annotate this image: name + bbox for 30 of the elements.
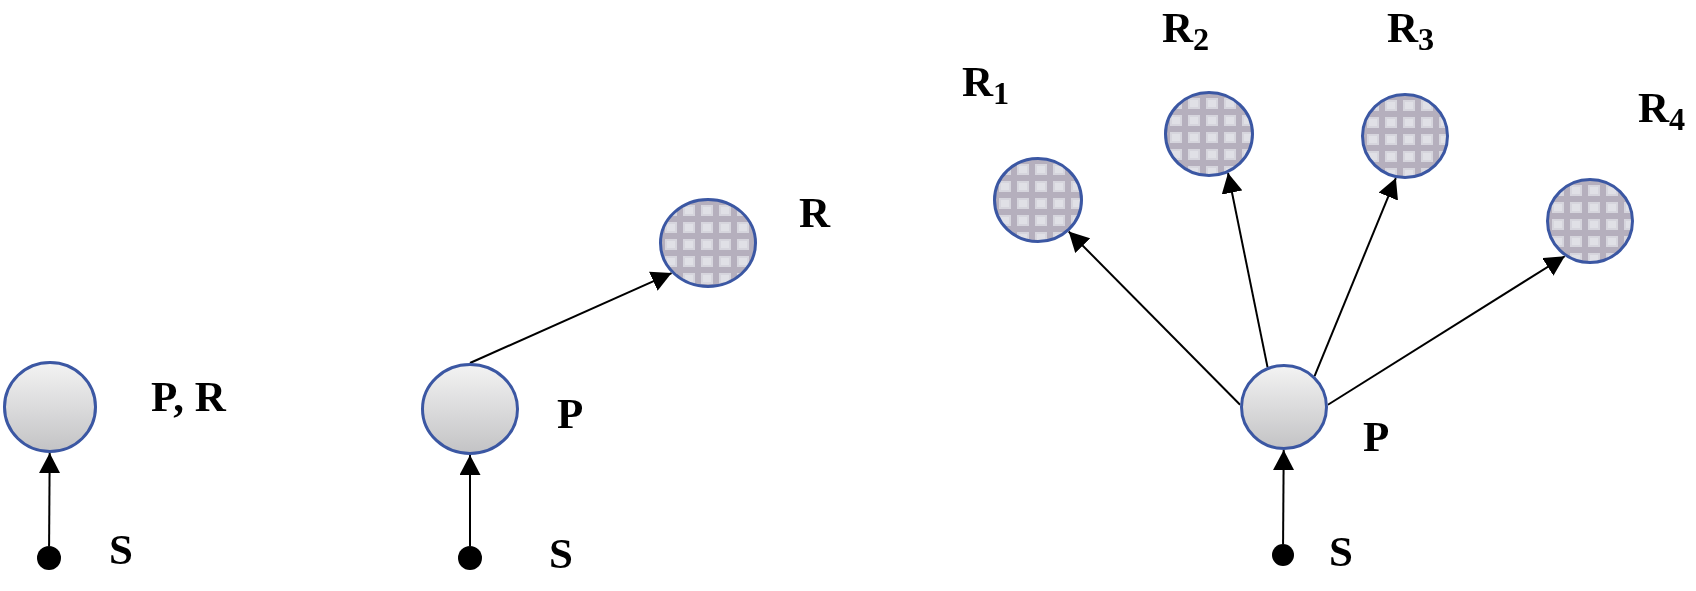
arrow (469, 271, 673, 364)
grid-circle-node (1361, 93, 1449, 179)
node-label: R (799, 191, 831, 234)
grid-circle-node (1164, 91, 1254, 177)
node-label: R$_{4}$ (1638, 86, 1686, 129)
node-label: P (557, 392, 584, 435)
grid-circle-node (1546, 178, 1634, 264)
source-dot (1272, 544, 1294, 566)
arrow (459, 454, 481, 547)
node-label: S (1329, 530, 1353, 573)
arrow (1313, 177, 1398, 378)
arrow (1273, 449, 1295, 545)
node-label: R$_{1}$ (962, 60, 1010, 103)
source-dot (37, 546, 61, 570)
node-label: R$_{2}$ (1162, 6, 1210, 49)
arrow (1067, 230, 1242, 406)
arrow (1326, 255, 1566, 406)
circle-node (421, 363, 519, 455)
node-label: S (109, 528, 133, 571)
grid-circle-node (993, 157, 1083, 243)
grid-circle-node (659, 198, 757, 288)
circle-node (1240, 364, 1328, 450)
node-label: P, R (151, 375, 226, 418)
circle-node (3, 361, 97, 453)
source-dot (458, 546, 482, 570)
arrow (1221, 171, 1269, 369)
arrow (39, 452, 61, 547)
node-label: P (1363, 415, 1390, 458)
node-label: S (549, 532, 573, 575)
node-label: R$_{3}$ (1387, 6, 1435, 49)
